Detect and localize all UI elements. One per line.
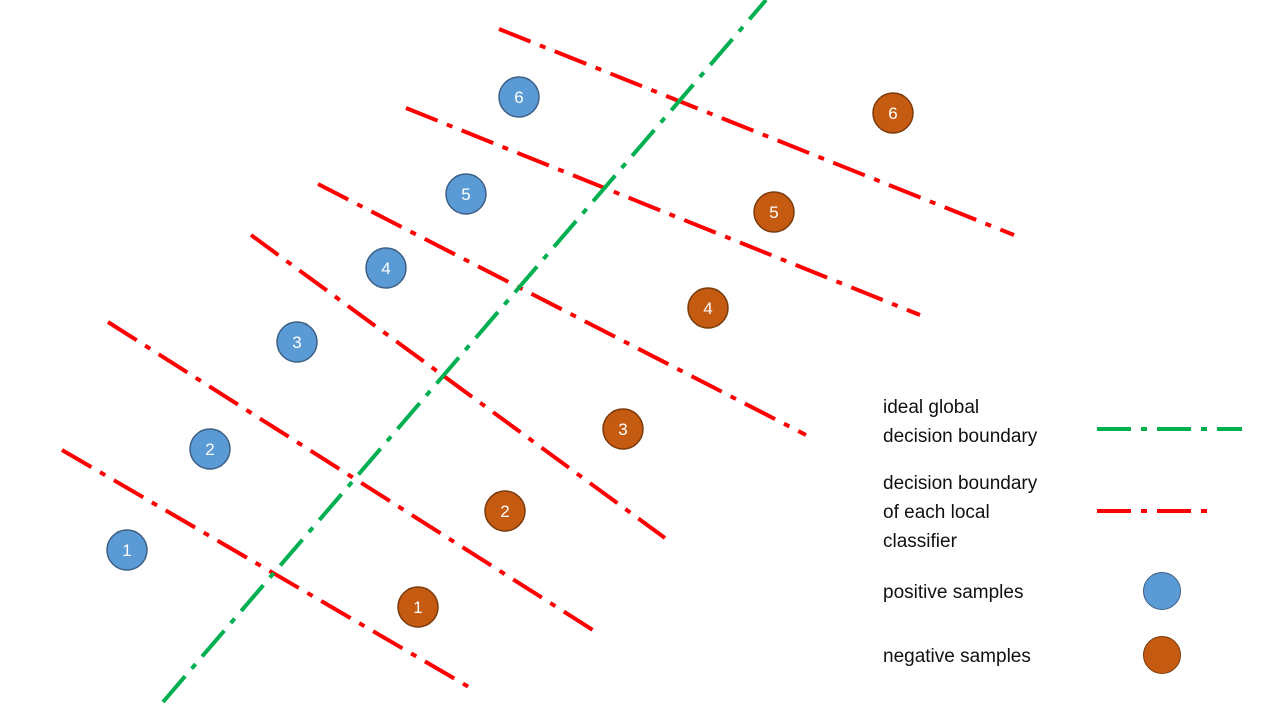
legend-local-swatch <box>1097 509 1213 513</box>
local-boundary-line-3 <box>249 233 667 540</box>
legend-positive-swatch <box>1143 572 1181 610</box>
positive-sample-6: 6 <box>498 76 540 118</box>
legend-positive-text: positive samples <box>883 578 1023 607</box>
positive-sample-1-label: 1 <box>122 541 131 560</box>
negative-sample-2-label: 2 <box>500 502 509 521</box>
legend-global-line2: decision boundary <box>883 426 1038 447</box>
negative-sample-2: 2 <box>484 490 526 532</box>
legend-local-line3: classifier <box>883 531 957 552</box>
positive-sample-3-circle <box>276 321 318 363</box>
legend-global-swatch <box>1097 427 1242 431</box>
positive-sample-2-label: 2 <box>205 440 214 459</box>
negative-sample-6-circle <box>872 92 914 134</box>
negative-sample-3-circle <box>602 408 644 450</box>
global-boundary-line <box>161 0 768 704</box>
legend-local-text: decision boundary of each local classifi… <box>883 469 1037 556</box>
negative-sample-6: 6 <box>872 92 914 134</box>
negative-sample-1: 1 <box>397 586 439 628</box>
positive-sample-3: 3 <box>276 321 318 363</box>
legend-negative-swatch <box>1143 636 1181 674</box>
negative-sample-6-label: 6 <box>888 104 897 123</box>
negative-sample-4-label: 4 <box>703 299 712 318</box>
positive-sample-2: 2 <box>189 428 231 470</box>
negative-sample-3: 3 <box>602 408 644 450</box>
positive-sample-1-circle <box>106 529 148 571</box>
legend-local-line1: decision boundary <box>883 473 1038 494</box>
negative-sample-2-circle <box>484 490 526 532</box>
samples: 1 2 3 4 5 6 1 2 3 4 5 6 <box>106 76 914 628</box>
positive-sample-5-circle <box>445 173 487 215</box>
negative-sample-5-label: 5 <box>769 203 778 222</box>
legend-negative-text: negative samples <box>883 642 1031 671</box>
positive-sample-5-label: 5 <box>461 185 470 204</box>
local-boundary-line-5 <box>405 106 921 317</box>
positive-sample-4-circle <box>365 247 407 289</box>
positive-sample-1: 1 <box>106 529 148 571</box>
negative-sample-4: 4 <box>687 287 729 329</box>
positive-sample-2-circle <box>189 428 231 470</box>
negative-sample-1-circle <box>397 586 439 628</box>
legend-global-line1: ideal global <box>883 397 980 418</box>
negative-sample-5-circle <box>753 191 795 233</box>
local-boundary-line-4 <box>317 182 807 437</box>
global-boundary <box>161 0 768 704</box>
positive-sample-5: 5 <box>445 173 487 215</box>
positive-sample-6-circle <box>498 76 540 118</box>
positive-sample-3-label: 3 <box>292 333 301 352</box>
negative-sample-3-label: 3 <box>618 420 627 439</box>
legend-local-line2: of each local <box>883 502 990 523</box>
legend-global-text: ideal global decision boundary <box>883 393 1037 451</box>
local-boundaries <box>60 27 1015 692</box>
positive-sample-4: 4 <box>365 247 407 289</box>
positive-sample-6-label: 6 <box>514 88 523 107</box>
legend-positive-label: positive samples <box>883 582 1024 603</box>
negative-sample-5: 5 <box>753 191 795 233</box>
local-boundary-line-1 <box>60 448 476 692</box>
negative-sample-4-circle <box>687 287 729 329</box>
local-boundary-line-2 <box>106 320 598 634</box>
legend-negative-label: negative samples <box>883 646 1031 667</box>
negative-sample-1-label: 1 <box>413 598 422 617</box>
positive-sample-4-label: 4 <box>381 259 390 278</box>
local-boundary-line-6 <box>498 27 1015 237</box>
